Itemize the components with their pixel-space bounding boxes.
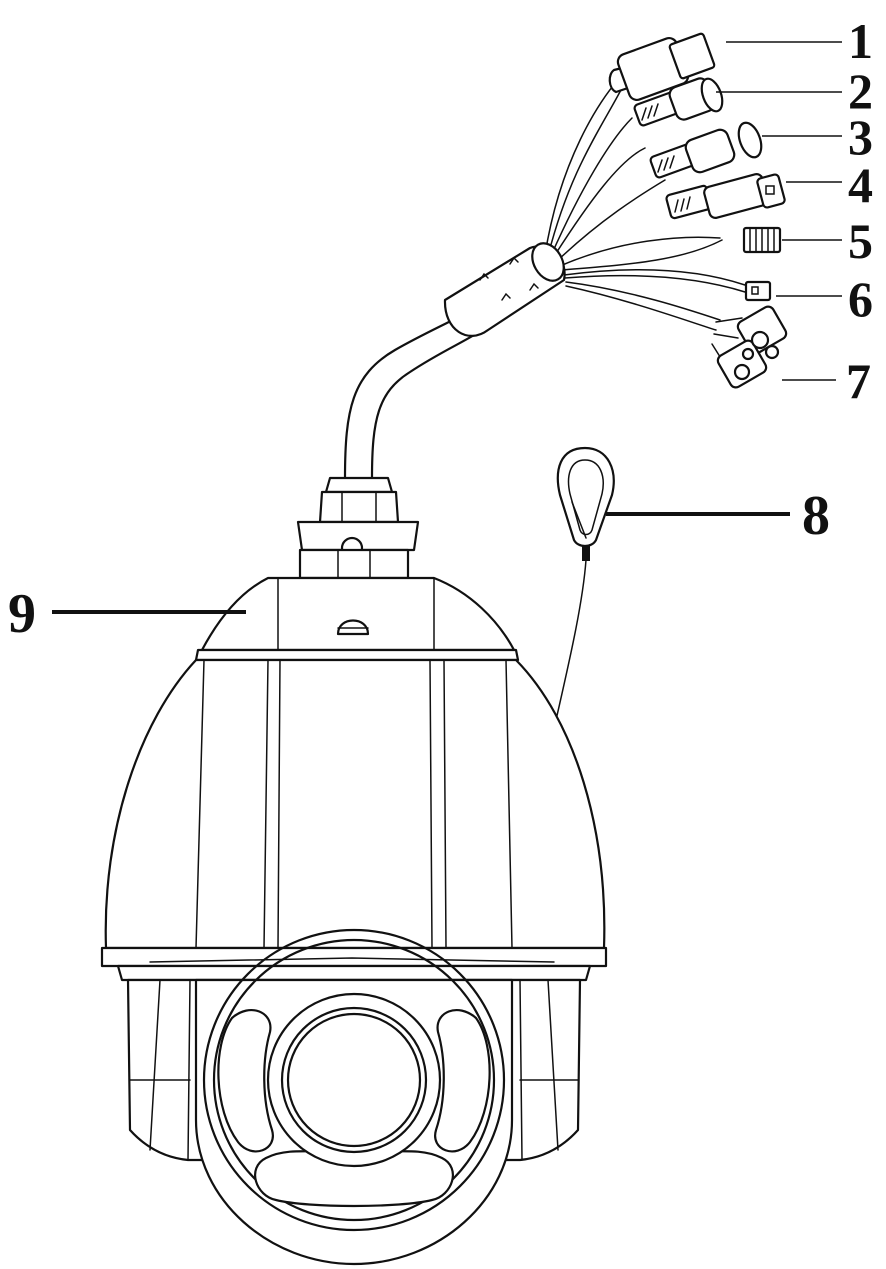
network-connector bbox=[608, 32, 716, 102]
callout-3: 3 bbox=[848, 109, 873, 165]
callout-5: 5 bbox=[848, 213, 873, 269]
two-pin-connector bbox=[744, 280, 772, 302]
callout-1: 1 bbox=[848, 13, 873, 69]
callout-8: 8 bbox=[802, 485, 830, 547]
callout-6: 6 bbox=[848, 271, 873, 327]
leader-lines bbox=[52, 41, 842, 614]
bnc-video-connector bbox=[665, 173, 786, 220]
cable-sleeve bbox=[443, 242, 566, 337]
safety-hook bbox=[555, 446, 615, 721]
audio-in-connector bbox=[633, 77, 724, 127]
callout-9: 9 bbox=[8, 583, 36, 645]
audio-out-connector bbox=[649, 121, 763, 179]
callout-numbers: 1 2 3 4 5 6 7 8 9 bbox=[8, 13, 873, 645]
callout-4: 4 bbox=[848, 157, 873, 213]
callout-2: 2 bbox=[848, 63, 873, 119]
callout-7: 7 bbox=[846, 353, 871, 409]
power-terminal-block bbox=[711, 305, 788, 389]
cable-harness bbox=[343, 32, 788, 480]
alarm-terminal-connector bbox=[742, 226, 782, 254]
dome-body bbox=[100, 476, 608, 1266]
